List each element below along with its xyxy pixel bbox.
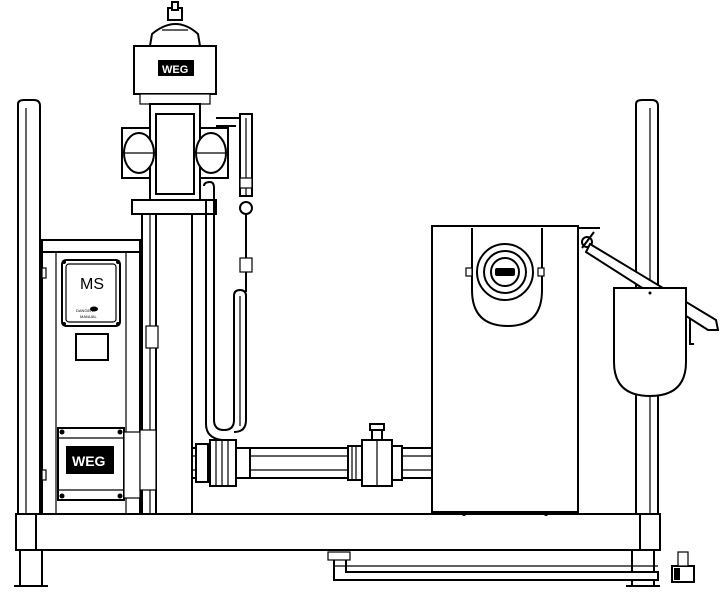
left-post [17,99,41,515]
base-beam [15,513,661,551]
pump-motor-brand: WEG [162,64,188,76]
pump-column [155,213,193,515]
panel-box [75,333,109,361]
base-leg-left [19,549,43,587]
ms-small-text-2: MANUAL [80,314,97,319]
vertical-pump: WEG [121,1,229,515]
weg-logo-text: WEG [72,453,106,469]
pipe-union [209,439,237,487]
panel-top-cap [41,239,141,253]
drain-pipe [327,551,695,583]
base-frame [14,513,661,587]
discharge-pipe [191,423,433,487]
ms-knob [90,306,98,312]
pump-base-flange [131,199,217,215]
ms-label: MS [80,276,104,293]
float-assembly [581,231,720,398]
ms-switch-box [61,259,121,327]
control-panel: MS DANGER MANUAL WEG [41,239,141,515]
drain-pipe-run [333,555,659,581]
tank [431,225,600,516]
float-bowl [613,287,687,398]
gauge-tubing [203,113,253,441]
ms-small-text-1: DANGER [76,308,93,313]
pump-dome [148,23,202,47]
weg-logo-plate [66,446,114,474]
pump-motor-plate [158,60,194,76]
